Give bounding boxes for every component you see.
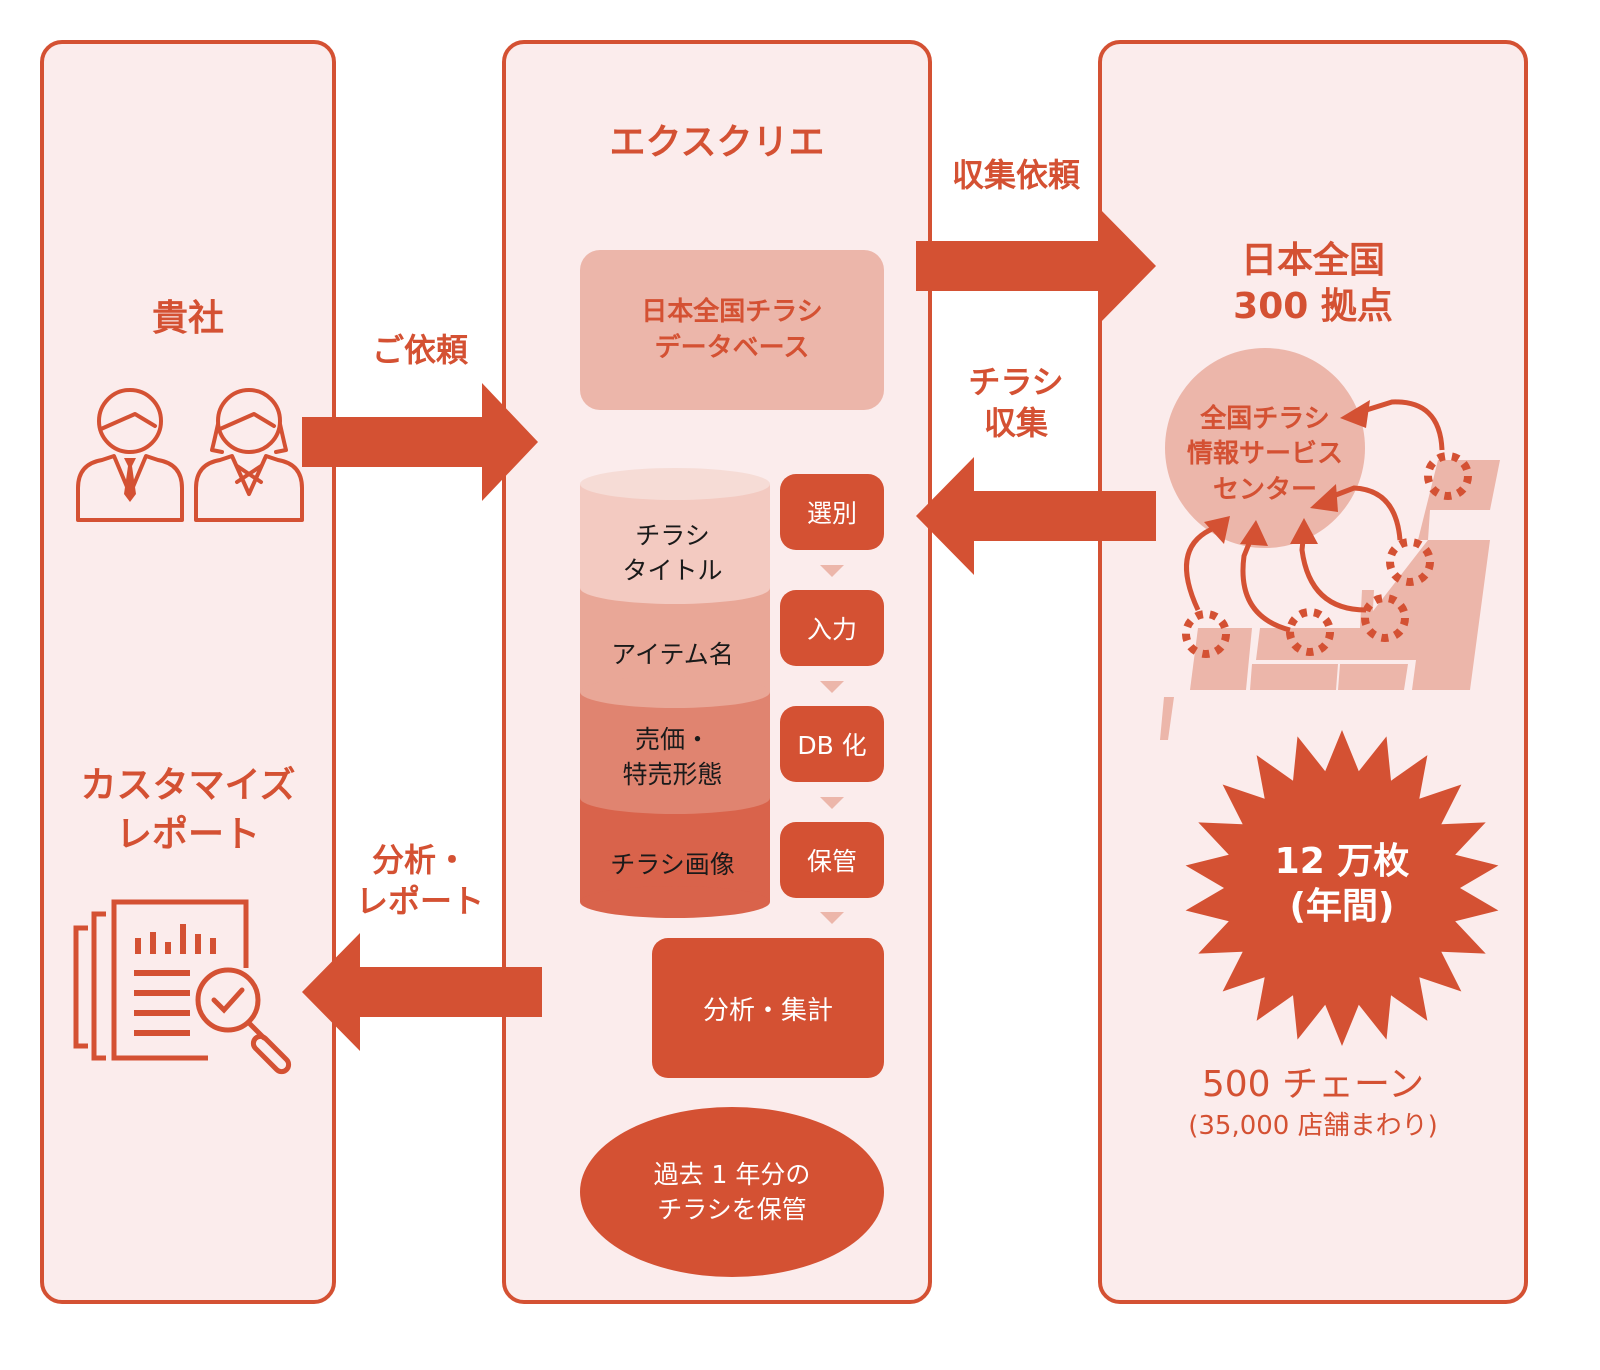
cylinder-top: [580, 468, 770, 500]
layer-bottom: [580, 798, 770, 902]
location-marker: [1361, 594, 1409, 642]
custom-report-title: カスタマイズ レポート: [80, 765, 296, 855]
layer-2: [580, 588, 770, 692]
step-arrow-3: [820, 797, 844, 809]
flyer-collection-label: チラシ 収集: [968, 363, 1064, 442]
layer-1: [580, 484, 770, 588]
report-arrow: [302, 933, 542, 1051]
chain-count: 500 チェーン: [1201, 1064, 1425, 1105]
request-label: ご依頼: [371, 331, 468, 369]
store-count: (35,000 店舗まわり): [1188, 1111, 1438, 1141]
layer-price-sale-type: 売価・ 特売形態: [622, 725, 723, 789]
storage-ellipse-text: 過去 1 年分の チラシを保管: [653, 1160, 811, 1224]
analysis-report-label: 分析・ レポート: [355, 841, 484, 920]
database-cylinder: [580, 468, 770, 918]
collection-request-arrow: [916, 207, 1156, 325]
request-arrow: [302, 383, 538, 501]
step-arrow-2: [820, 681, 844, 693]
collection-request-label: 収集依頼: [951, 156, 1080, 194]
step-arrow-4: [820, 912, 844, 924]
layer-item-name: アイテム名: [611, 640, 734, 669]
japan-map-icon: [1160, 348, 1500, 740]
location-marker: [1286, 608, 1334, 656]
step-db: DB 化: [780, 706, 884, 782]
step-store: 保管: [780, 822, 884, 898]
layer-flyer-image: チラシ画像: [610, 850, 735, 879]
location-marker: [1182, 610, 1230, 658]
client-title: 貴社: [151, 298, 224, 339]
step-select: 選別: [780, 474, 884, 550]
location-marker: [1386, 538, 1434, 586]
nationwide-flyer-database-box: 日本全国チラシ データベース: [580, 250, 884, 410]
layer-3: [580, 692, 770, 798]
nationwide-title: 日本全国 300 拠点: [1233, 240, 1393, 328]
client-panel: [40, 40, 336, 1304]
flyer-service-center-text: 全国チラシ 情報サービス センター: [1186, 404, 1343, 505]
report-magnifier-icon: [73, 899, 292, 1075]
starburst-badge: [1185, 730, 1499, 1046]
storage-ellipse-shape: [580, 1107, 884, 1277]
flyer-collection-arrow: [916, 457, 1156, 575]
analysis-aggregation-box: 分析・集計: [652, 938, 884, 1078]
business-people-icon: [76, 388, 304, 522]
excrie-title: エクスクリエ: [609, 122, 825, 163]
location-marker: [1424, 452, 1472, 500]
layer-flyer-title: チラシ タイトル: [622, 521, 723, 585]
step-arrow-1: [820, 565, 844, 577]
step-input: 入力: [780, 590, 884, 666]
annual-flyer-count: 12 万枚 (年間): [1274, 841, 1410, 927]
